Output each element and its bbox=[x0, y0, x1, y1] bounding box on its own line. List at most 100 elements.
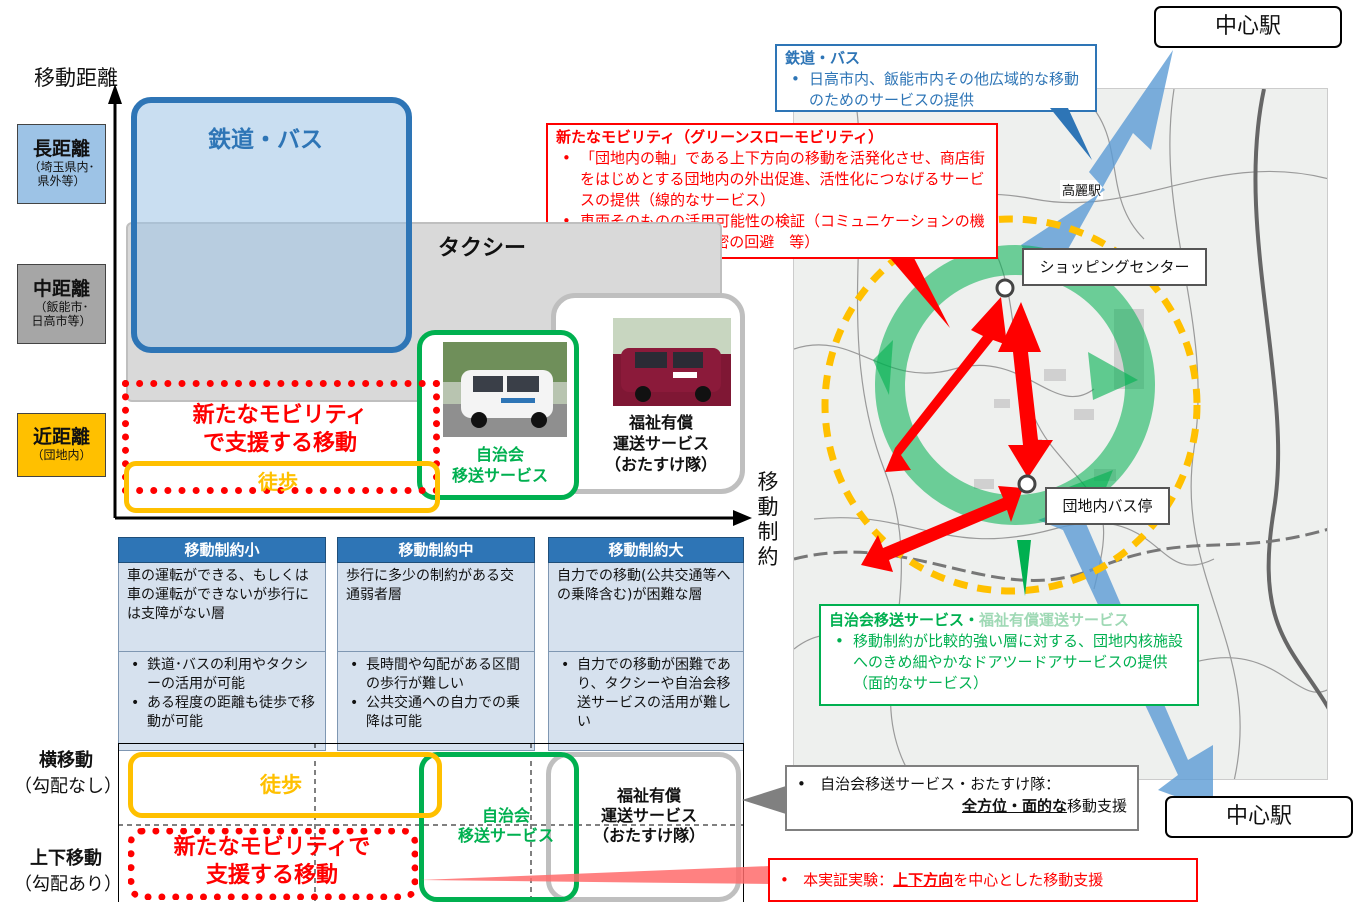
x-axis-title-char-2: 動 bbox=[757, 495, 779, 519]
shopping-center-label: ショッピングセンター bbox=[1022, 248, 1207, 286]
x-axis-title-char-3: 制 bbox=[757, 520, 779, 544]
support-line2-em: 全方位・面的な bbox=[961, 797, 1067, 815]
service-area-circle bbox=[821, 215, 1201, 595]
row2-label-main: 上下移動 bbox=[30, 848, 102, 869]
new-mobility-callout-title: 新たなモビリティ（グリーンスローモビリティ） bbox=[556, 128, 884, 146]
column-small-desc: 車の運転ができる、もしくは車の運転ができないが歩行には支障がない層 bbox=[118, 563, 326, 652]
bottom-new-mobility-label-2: 支援する移動 bbox=[205, 863, 338, 888]
column-small-bullet-2: ある程度の距離も徒歩で移動が可能 bbox=[125, 694, 319, 732]
experiment-rest: を中心とした移動支援 bbox=[953, 871, 1104, 889]
bottom-walk-region bbox=[128, 752, 442, 818]
jichikai-label-1: 自治会 bbox=[475, 445, 524, 464]
new-mobility-bullet-1: 「団地内の軸」である上下方向の移動を活発化させ、商店街をはじめとする団地内の外出… bbox=[556, 148, 988, 211]
jichikai-callout-body: 移動制約が比較的強い層に対する、団地内核施設へのきめ細やかなドアツードアサービス… bbox=[829, 631, 1189, 694]
support-bullet: • bbox=[797, 775, 821, 793]
rail-bus-callout: 鉄道・バス 日高市内、飯能市内その他広域的な移動のためのサービスの提供 bbox=[775, 44, 1097, 112]
new-mobility-label-2: で支援する移動 bbox=[202, 431, 357, 456]
shopping-dot bbox=[995, 278, 1015, 298]
jichikai-callout-title-faded: 福祉有償運送サービス bbox=[979, 611, 1130, 629]
green-arrowhead-left bbox=[873, 340, 893, 395]
jichikai-vehicle-photo bbox=[443, 342, 567, 437]
column-middle-bullet-1: 長時間や勾配がある区間の歩行が難しい bbox=[344, 656, 528, 694]
rail-bus-region bbox=[131, 97, 412, 353]
bottom-fukushi-label-2: 運送サービス bbox=[600, 806, 697, 825]
experiment-prefix: 本実証実験： bbox=[803, 871, 894, 889]
bottom-jichikai-label-2: 移送サービス bbox=[457, 826, 554, 845]
column-large-header: 移動制約大 bbox=[548, 537, 744, 563]
support-line1-text: 自治会移送サービス・おたすけ隊： bbox=[820, 775, 1061, 793]
column-middle: 移動制約中 歩行に多少の制約がある交通弱者層 長時間や勾配がある区間の歩行が難し… bbox=[337, 537, 535, 751]
rail-bus-callout-title: 鉄道・バス bbox=[785, 49, 861, 67]
bottom-jichikai-label-1: 自治会 bbox=[481, 806, 530, 825]
bottom-fukushi-label: 福祉有償 運送サービス （おたすけ隊） bbox=[585, 786, 713, 846]
new-mobility-pointer bbox=[890, 258, 950, 328]
fukushi-label-3: （おたすけ隊） bbox=[604, 455, 717, 474]
fukushi-label: 福祉有償 運送サービス （おたすけ隊） bbox=[596, 412, 726, 475]
koma-station-label: 高麗駅 bbox=[1060, 180, 1104, 199]
green-pointer bbox=[1017, 540, 1031, 596]
bus-stop-label: 団地内バス停 bbox=[1045, 487, 1170, 525]
column-large: 移動制約大 自力での移動(公共交通等への乗降含む)が困難な層 自力での移動が困難… bbox=[548, 537, 744, 751]
bottom-jichikai-region bbox=[419, 752, 579, 902]
fukushi-label-1: 福祉有償 bbox=[628, 413, 693, 432]
support-pointer bbox=[742, 786, 786, 814]
new-mobility-region bbox=[122, 380, 440, 494]
y-axis-title: 移動距離 bbox=[34, 66, 118, 90]
red-arrow-2 bbox=[998, 302, 1053, 478]
jichikai-callout: 自治会移送サービス・福祉有償運送サービス 移動制約が比較的強い層に対する、団地内… bbox=[819, 604, 1199, 706]
column-small-header: 移動制約小 bbox=[118, 537, 326, 563]
column-middle-bullet-2: 公共交通への自力での乗降は可能 bbox=[344, 694, 528, 732]
column-middle-desc: 歩行に多少の制約がある交通弱者層 bbox=[337, 563, 535, 652]
station-bottom: 中心駅 bbox=[1165, 796, 1353, 838]
red-arrow-1 bbox=[885, 297, 1007, 472]
bottom-jichikai-label: 自治会 移送サービス bbox=[446, 806, 566, 846]
fukushi-vehicle-photo bbox=[613, 318, 731, 406]
support-line1: • 自治会移送サービス・おたすけ隊： bbox=[797, 773, 1127, 795]
row2-label: 上下移動 （勾配あり） bbox=[14, 846, 122, 898]
bottom-grid bbox=[118, 743, 744, 902]
column-large-desc: 自力での移動(公共交通等への乗降含む)が困難な層 bbox=[548, 563, 744, 652]
support-line2: 全方位・面的な移動支援 bbox=[797, 795, 1127, 817]
x-axis-title: 移 動 制 約 bbox=[755, 470, 781, 570]
new-mobility-label-1: 新たなモビリティ bbox=[192, 403, 368, 428]
level-long-sub: （埼玉県内･ 県外等） bbox=[28, 160, 95, 189]
experiment-bullet: • bbox=[780, 871, 804, 889]
rail-callout-pointer bbox=[1050, 108, 1092, 160]
fukushi-label-2: 運送サービス bbox=[612, 434, 709, 453]
new-mobility-label: 新たなモビリティ で支援する移動 bbox=[150, 402, 410, 458]
level-middle-sub: （飯能市･ 日高市等） bbox=[31, 300, 92, 329]
column-large-bullet-1: 自力での移動が困難であり、タクシーや自治会移送サービスの活用が難しい bbox=[555, 656, 737, 732]
level-middle-main: 中距離 bbox=[32, 278, 90, 301]
bottom-new-mobility-label-1: 新たなモビリティで bbox=[173, 835, 371, 860]
axes bbox=[108, 84, 752, 526]
van-icon bbox=[613, 318, 731, 402]
bottom-fukushi-region bbox=[546, 752, 741, 902]
column-large-bullets: 自力での移動が困難であり、タクシーや自治会移送サービスの活用が難しい bbox=[548, 652, 744, 751]
red-arrow-3 bbox=[861, 486, 1023, 572]
level-long: 長距離 （埼玉県内･ 県外等） bbox=[17, 124, 106, 204]
level-long-main: 長距離 bbox=[32, 138, 90, 161]
rail-bus-callout-body: 日高市内、飯能市内その他広域的な移動のためのサービスの提供 bbox=[785, 69, 1087, 111]
experiment-em: 上下方向 bbox=[893, 871, 954, 889]
row1-label: 横移動 （勾配なし） bbox=[14, 748, 122, 800]
support-callout: • 自治会移送サービス・おたすけ隊： 全方位・面的な移動支援 bbox=[785, 765, 1139, 831]
bottom-fukushi-label-3: （おたすけ隊） bbox=[592, 826, 705, 845]
level-short: 近距離 （団地内） bbox=[17, 413, 106, 477]
level-middle: 中距離 （飯能市･ 日高市等） bbox=[17, 264, 106, 344]
level-short-sub: （団地内） bbox=[31, 448, 92, 463]
x-axis-title-char-1: 移 bbox=[757, 470, 779, 494]
bottom-fukushi-label-1: 福祉有償 bbox=[616, 786, 681, 805]
column-middle-bullets: 長時間や勾配がある区間の歩行が難しい 公共交通への自力での乗降は可能 bbox=[337, 652, 535, 751]
experiment-callout: • 本実証実験：上下方向を中心とした移動支援 bbox=[768, 858, 1198, 902]
station-top: 中心駅 bbox=[1154, 6, 1342, 48]
level-short-main: 近距離 bbox=[32, 426, 90, 449]
jichikai-label-2: 移送サービス bbox=[451, 466, 548, 485]
car-icon bbox=[443, 342, 567, 437]
row1-label-sub: （勾配なし） bbox=[14, 776, 122, 797]
bottom-new-mobility-region bbox=[128, 828, 418, 900]
column-small: 移動制約小 車の運転ができる、もしくは車の運転ができないが歩行には支障がない層 … bbox=[118, 537, 326, 751]
jichikai-callout-title-main: 自治会移送サービス・ bbox=[829, 611, 980, 629]
row2-label-sub: （勾配あり） bbox=[14, 874, 122, 895]
column-small-bullet-1: 鉄道･バスの利用やタクシーの活用が可能 bbox=[125, 656, 319, 694]
bottom-walk-label: 徒歩 bbox=[260, 773, 302, 797]
